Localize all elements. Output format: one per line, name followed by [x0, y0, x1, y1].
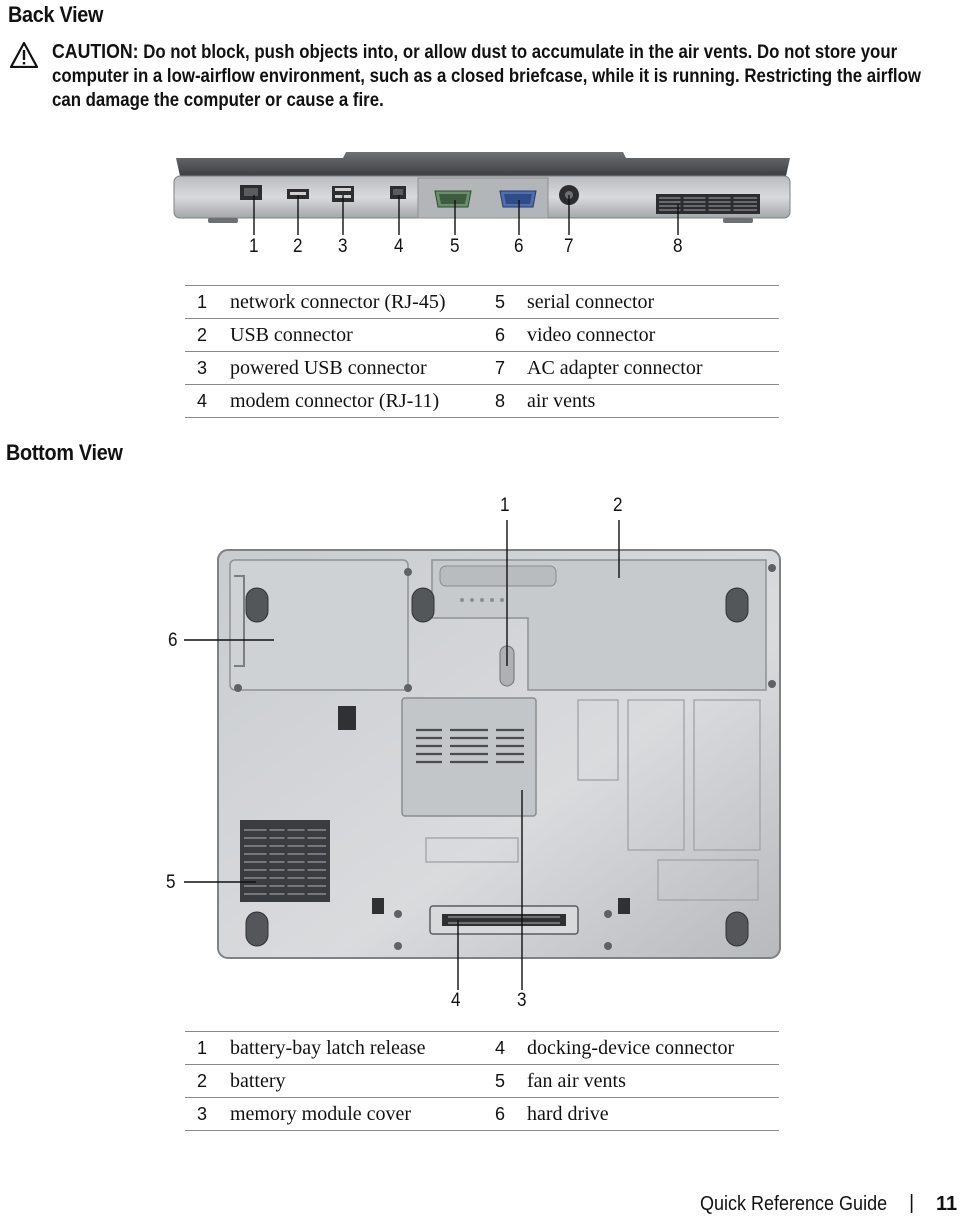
bottom-view-legend-table: 1 battery-bay latch release 4 docking-de… — [185, 1031, 779, 1131]
caution-triangle-icon — [10, 42, 38, 68]
callout-2: 2 — [613, 495, 623, 516]
legend-label: battery-bay latch release — [230, 1031, 495, 1065]
back-view-illustration — [173, 152, 791, 235]
callout-5: 5 — [450, 236, 460, 257]
legend-label: modem connector (RJ-11) — [230, 384, 495, 418]
legend-number: 4 — [185, 384, 230, 418]
hard-drive-bay — [229, 559, 409, 691]
callout-3: 3 — [517, 990, 527, 1011]
legend-label: network connector (RJ-45) — [230, 285, 495, 319]
legend-number: 2 — [185, 1064, 230, 1098]
legend-label: docking-device connector — [527, 1031, 779, 1065]
footer-separator: | — [909, 1192, 915, 1214]
video-port-icon — [499, 190, 537, 208]
legend-number: 4 — [495, 1031, 527, 1065]
legend-label: powered USB connector — [230, 351, 495, 385]
caution-label: CAUTION: — [52, 41, 139, 63]
callout-2: 2 — [293, 236, 303, 257]
legend-label: air vents — [527, 384, 779, 418]
rubber-foot — [725, 587, 749, 623]
rubber-foot — [245, 911, 269, 947]
table-row: 1 network connector (RJ-45) 5 serial con… — [185, 285, 779, 319]
bottom-view-illustration — [184, 520, 781, 990]
back-view-legend-table: 1 network connector (RJ-45) 5 serial con… — [185, 285, 779, 418]
page-number: 11 — [936, 1193, 958, 1215]
legend-label: AC adapter connector — [527, 351, 779, 385]
legend-label: serial connector — [527, 285, 779, 319]
callout-8: 8 — [673, 236, 683, 257]
table-row: 3 memory module cover 6 hard drive — [185, 1097, 779, 1131]
rubber-foot — [245, 587, 269, 623]
legend-label: hard drive — [527, 1097, 779, 1131]
air-vent-grille — [656, 194, 760, 214]
rubber-foot — [411, 587, 435, 623]
memory-cover-vents — [416, 728, 524, 764]
battery-handle — [439, 565, 557, 587]
callout-7: 7 — [564, 236, 574, 257]
fan-vent-grille — [240, 820, 330, 902]
legend-number: 7 — [495, 351, 527, 385]
legend-number: 3 — [185, 1097, 230, 1131]
legend-number: 2 — [185, 318, 230, 352]
callout-6: 6 — [168, 630, 178, 651]
legend-label: memory module cover — [230, 1097, 495, 1131]
memory-module-cover — [401, 697, 537, 817]
callout-1: 1 — [500, 495, 510, 516]
lid — [176, 152, 790, 176]
legend-label: battery — [230, 1064, 495, 1098]
back-view-title: Back View — [8, 2, 104, 27]
legend-label: USB connector — [230, 318, 495, 352]
callout-6: 6 — [514, 236, 524, 257]
callout-5: 5 — [166, 872, 176, 893]
footer-guide-title: Quick Reference Guide — [700, 1193, 888, 1215]
legend-label: fan air vents — [527, 1064, 779, 1098]
legend-number: 1 — [185, 285, 230, 319]
table-row: 3 powered USB connector 7 AC adapter con… — [185, 351, 779, 385]
caution-body: Do not block, push objects into, or allo… — [52, 42, 921, 111]
callout-3: 3 — [338, 236, 348, 257]
network-port-icon — [240, 185, 262, 200]
docking-connector-icon — [429, 905, 579, 935]
legend-number: 5 — [495, 285, 527, 319]
caution-paragraph: CAUTION: Do not block, push objects into… — [52, 40, 937, 113]
rubber-foot — [725, 911, 749, 947]
legend-number: 6 — [495, 1097, 527, 1131]
legend-number: 8 — [495, 384, 527, 418]
serial-port-icon — [434, 190, 472, 208]
legend-label: video connector — [527, 318, 779, 352]
modem-port-icon — [390, 186, 406, 199]
table-row: 2 USB connector 6 video connector — [185, 318, 779, 352]
legend-number: 1 — [185, 1031, 230, 1065]
table-row: 2 battery 5 fan air vents — [185, 1064, 779, 1098]
legend-number: 3 — [185, 351, 230, 385]
table-row: 1 battery-bay latch release 4 docking-de… — [185, 1031, 779, 1065]
callout-4: 4 — [394, 236, 404, 257]
legend-number: 6 — [495, 318, 527, 352]
bottom-view-title: Bottom View — [6, 440, 123, 465]
usb-port-icon — [287, 189, 309, 199]
callout-4: 4 — [451, 990, 461, 1011]
legend-number: 5 — [495, 1064, 527, 1098]
table-row: 4 modem connector (RJ-11) 8 air vents — [185, 384, 779, 418]
callout-1: 1 — [249, 236, 259, 257]
